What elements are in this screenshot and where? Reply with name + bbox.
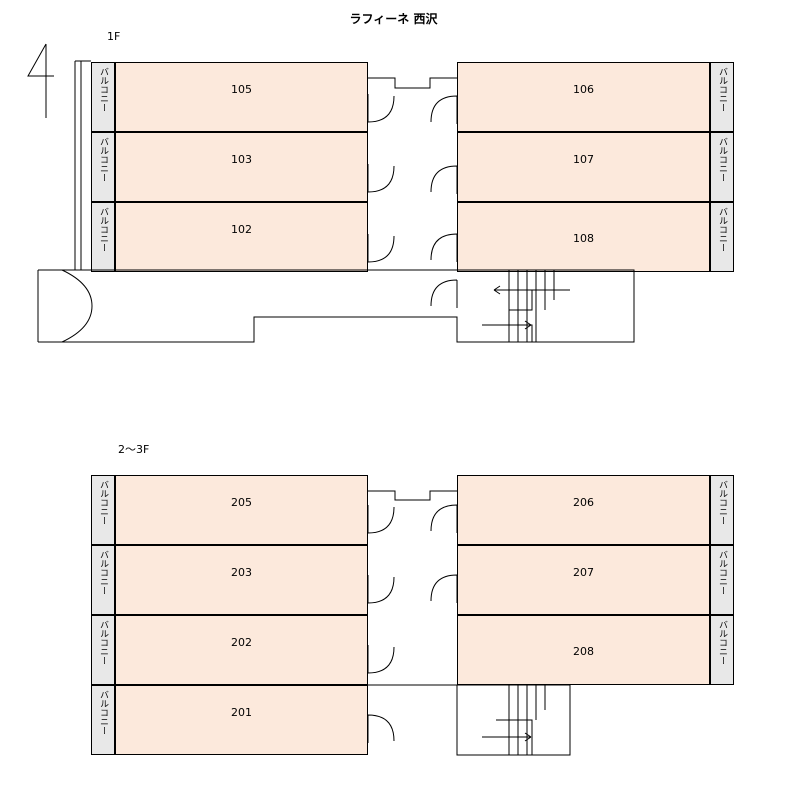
room-number: 106 xyxy=(573,83,594,96)
room-102[interactable]: 102 xyxy=(115,202,368,272)
stairs-2f-arrow-icon xyxy=(482,732,532,742)
room-number: 205 xyxy=(231,496,252,509)
corridor-1f-bottom-wall xyxy=(38,269,635,343)
balcony: バルコニー xyxy=(91,545,115,615)
room-208[interactable]: 208 xyxy=(457,615,710,685)
room-number: 105 xyxy=(231,83,252,96)
stairs-1f-icon xyxy=(508,270,568,342)
room-105[interactable]: 105 xyxy=(115,62,368,132)
floor-label-1f: 1F xyxy=(107,30,121,43)
north-arrow-icon xyxy=(27,43,54,118)
room-number: 203 xyxy=(231,566,252,579)
room-106[interactable]: 106 xyxy=(457,62,710,132)
room-201[interactable]: 201 xyxy=(115,685,368,755)
door-206-icon xyxy=(430,504,458,533)
balcony: バルコニー xyxy=(710,132,734,202)
room-number: 201 xyxy=(231,706,252,719)
door-105-icon xyxy=(367,94,395,123)
door-entrance-icon xyxy=(430,279,458,308)
balcony: バルコニー xyxy=(710,545,734,615)
balcony-label: バルコニー xyxy=(717,480,727,525)
balcony: バルコニー xyxy=(710,615,734,685)
room-205[interactable]: 205 xyxy=(115,475,368,545)
door-205-icon xyxy=(367,505,395,534)
balcony: バルコニー xyxy=(91,615,115,685)
balcony-label: バルコニー xyxy=(717,550,727,595)
door-203-icon xyxy=(367,575,395,604)
room-107[interactable]: 107 xyxy=(457,132,710,202)
door-103-icon xyxy=(367,164,395,193)
room-number: 206 xyxy=(573,496,594,509)
door-102-icon xyxy=(367,234,395,263)
room-203[interactable]: 203 xyxy=(115,545,368,615)
room-202[interactable]: 202 xyxy=(115,615,368,685)
balcony: バルコニー xyxy=(91,62,115,132)
balcony-label: バルコニー xyxy=(717,137,727,182)
balcony-label: バルコニー xyxy=(717,620,727,665)
room-103[interactable]: 103 xyxy=(115,132,368,202)
room-number: 103 xyxy=(231,153,252,166)
door-main-entrance-icon xyxy=(61,269,93,343)
door-207-icon xyxy=(430,574,458,603)
stairs-1f-arrow-down-icon xyxy=(482,320,532,330)
wall-1f-left-outer xyxy=(74,60,91,270)
corridor-2f-bottom xyxy=(368,684,571,756)
balcony-label: バルコニー xyxy=(717,67,727,112)
corridor-2f-top-wall xyxy=(368,490,457,501)
balcony: バルコニー xyxy=(91,685,115,755)
balcony: バルコニー xyxy=(710,475,734,545)
room-108[interactable]: 108 xyxy=(457,202,710,272)
room-number: 108 xyxy=(573,232,594,245)
balcony-label: バルコニー xyxy=(98,480,108,525)
room-number: 207 xyxy=(573,566,594,579)
floor-label-2-3f: 2～3F xyxy=(118,443,150,456)
balcony: バルコニー xyxy=(91,202,115,272)
balcony-label: バルコニー xyxy=(98,137,108,182)
balcony: バルコニー xyxy=(710,202,734,272)
balcony: バルコニー xyxy=(91,475,115,545)
corridor-1f-top-wall xyxy=(368,77,457,89)
balcony-label: バルコニー xyxy=(98,620,108,665)
room-number: 107 xyxy=(573,153,594,166)
door-201-icon xyxy=(367,714,395,743)
room-number: 102 xyxy=(231,223,252,236)
door-106-icon xyxy=(430,95,458,124)
stairs-1f-arrow-up-icon xyxy=(493,285,570,295)
building-title: ラフィーネ 西沢 xyxy=(349,12,438,26)
door-202-icon xyxy=(367,645,395,674)
stairs-2f-icon xyxy=(496,685,546,755)
balcony-label: バルコニー xyxy=(98,207,108,252)
balcony-label: バルコニー xyxy=(717,207,727,252)
door-107-icon xyxy=(430,165,458,194)
balcony-label: バルコニー xyxy=(98,67,108,112)
balcony: バルコニー xyxy=(91,132,115,202)
room-206[interactable]: 206 xyxy=(457,475,710,545)
room-number: 208 xyxy=(573,645,594,658)
balcony-label: バルコニー xyxy=(98,550,108,595)
door-108-icon xyxy=(430,233,458,262)
room-number: 202 xyxy=(231,636,252,649)
balcony-label: バルコニー xyxy=(98,690,108,735)
balcony: バルコニー xyxy=(710,62,734,132)
